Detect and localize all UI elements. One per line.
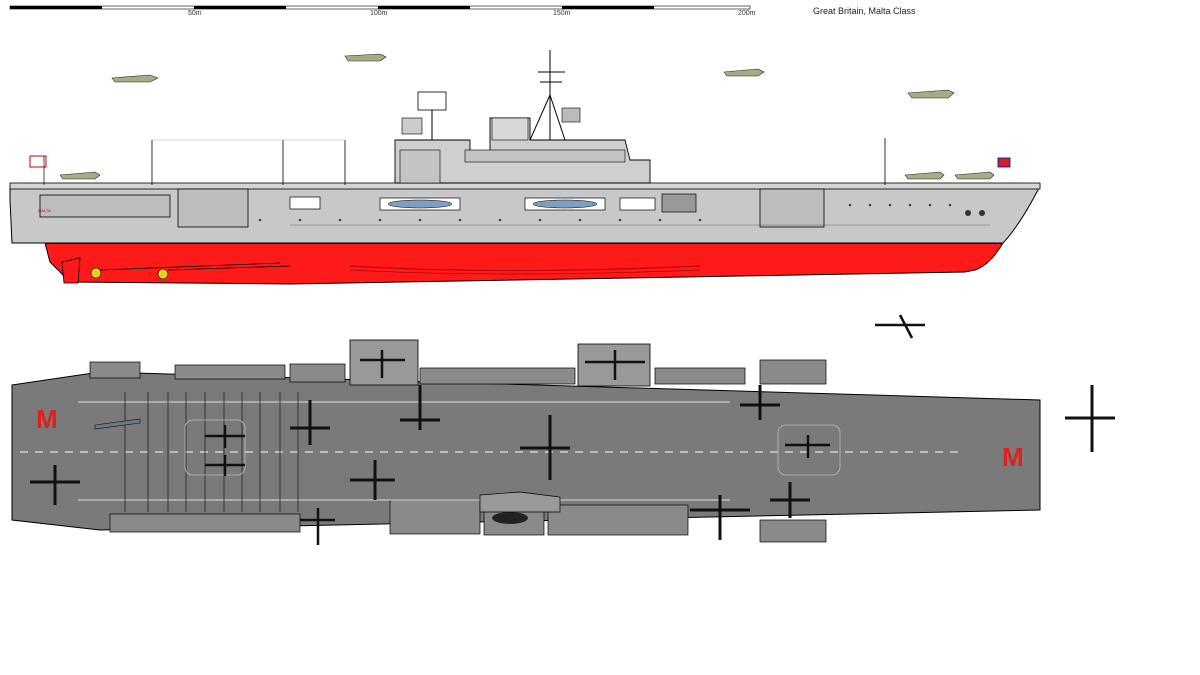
scale-label-200m: 200m	[738, 10, 756, 17]
stern-name: MALTA	[38, 208, 51, 213]
side-profile: MALTA	[9, 50, 1041, 285]
aircraft-side-view	[59, 53, 995, 180]
scale-label-150m: 150m	[553, 10, 571, 17]
deck-plan: M M	[11, 339, 1041, 543]
elevator-aft	[777, 424, 841, 476]
drawing-title: Great Britain, Malta Class	[813, 6, 916, 16]
scale-bar	[9, 5, 751, 10]
radar-antenna	[417, 91, 447, 111]
jack-flag	[997, 157, 1011, 168]
flight-deck-edge	[9, 182, 1041, 190]
propeller	[157, 268, 169, 280]
elevator-fwd-sponson	[349, 339, 419, 386]
elevator-fwd	[184, 419, 246, 476]
hull-underwater	[44, 242, 1004, 285]
aircraft-top-view	[30, 314, 1115, 545]
propeller	[90, 267, 102, 279]
scale-label-50m: 50m	[188, 10, 202, 17]
ensign-flag	[29, 155, 47, 168]
bow-letter-right: M	[1002, 442, 1024, 472]
scale-label-100m: 100m	[370, 10, 388, 17]
rudder	[61, 257, 81, 284]
island-top	[479, 491, 561, 513]
bow-letter-left: M	[36, 404, 58, 434]
main-mast	[529, 50, 566, 141]
